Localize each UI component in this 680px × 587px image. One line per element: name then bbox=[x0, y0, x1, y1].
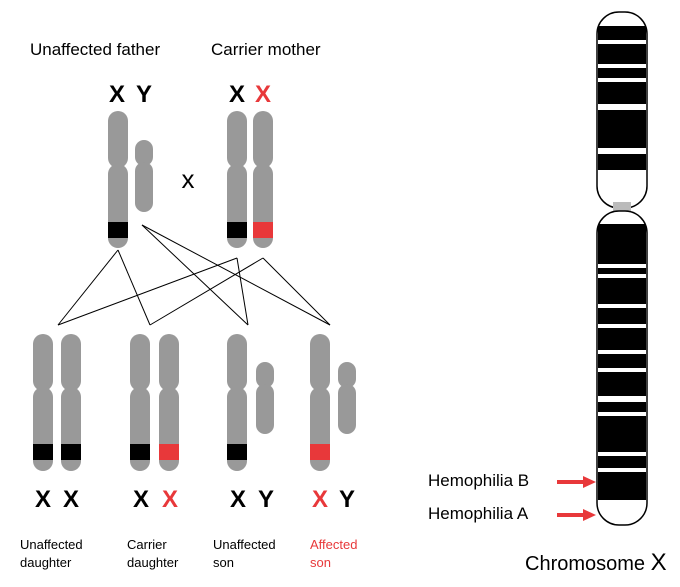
caption-carrier-daughter: Carrier daughter bbox=[127, 536, 178, 572]
father-normal-gene bbox=[108, 222, 128, 238]
child-unaffected-son bbox=[227, 334, 274, 471]
chromosome-title-prefix: Chromosome bbox=[525, 553, 646, 575]
caption-line2: daughter bbox=[20, 555, 72, 570]
caption-unaffected-daughter: Unaffected daughter bbox=[20, 536, 83, 572]
child1-letter-1: X bbox=[35, 486, 51, 513]
child1-letter-2: X bbox=[63, 486, 79, 513]
caption-line1: Carrier bbox=[127, 537, 167, 552]
cross-symbol: x bbox=[182, 164, 195, 194]
caption-line2: son bbox=[213, 555, 234, 570]
caption-line1: Affected bbox=[310, 537, 358, 552]
hemophilia-b-arrow bbox=[557, 476, 596, 488]
p-arm-bands bbox=[598, 26, 646, 170]
child3-letter-2: Y bbox=[258, 486, 274, 513]
child2-letter-1: X bbox=[133, 486, 149, 513]
chromosome-title-letter: X bbox=[650, 549, 667, 576]
child4-letter-1: X bbox=[312, 486, 328, 513]
child-carrier-daughter bbox=[130, 334, 179, 471]
chromosome-x-ideogram bbox=[596, 11, 648, 526]
father-y-chromosome bbox=[135, 140, 153, 212]
mother-x-chromosome-1 bbox=[227, 111, 247, 248]
q-arm-bands bbox=[598, 224, 646, 500]
mother-x-chromosome-2 bbox=[253, 111, 273, 248]
caption-line1: Unaffected bbox=[213, 537, 276, 552]
caption-line2: daughter bbox=[127, 555, 179, 570]
hemophilia-b-label: Hemophilia B bbox=[428, 471, 530, 490]
mother-letter-x2: X bbox=[255, 81, 271, 108]
father-chromosomes bbox=[108, 111, 153, 248]
caption-unaffected-son: Unaffected son bbox=[213, 536, 276, 572]
mother-chromosomes bbox=[227, 111, 273, 248]
hemophilia-a-arrow bbox=[557, 509, 596, 521]
child3-letter-1: X bbox=[230, 486, 246, 513]
child4-letter-2: Y bbox=[339, 486, 355, 513]
child-unaffected-daughter bbox=[33, 334, 81, 471]
mother-mutant-gene bbox=[253, 222, 273, 238]
caption-affected-son: Affected son bbox=[310, 536, 357, 572]
mother-normal-gene bbox=[227, 222, 247, 238]
mother-label: Carrier mother bbox=[211, 40, 321, 59]
father-letter-y: Y bbox=[136, 81, 152, 108]
caption-line2: son bbox=[310, 555, 331, 570]
chromosome-title: Chromosome X bbox=[525, 549, 667, 577]
father-x-chromosome bbox=[108, 111, 128, 248]
hemophilia-a-label: Hemophilia A bbox=[428, 504, 529, 523]
father-letter-x: X bbox=[109, 81, 125, 108]
child2-letter-2: X bbox=[162, 486, 178, 513]
caption-line1: Unaffected bbox=[20, 537, 83, 552]
father-label: Unaffected father bbox=[30, 40, 161, 59]
inheritance-lines bbox=[57, 224, 331, 326]
child-affected-son bbox=[310, 334, 356, 471]
mother-letter-x1: X bbox=[229, 81, 245, 108]
